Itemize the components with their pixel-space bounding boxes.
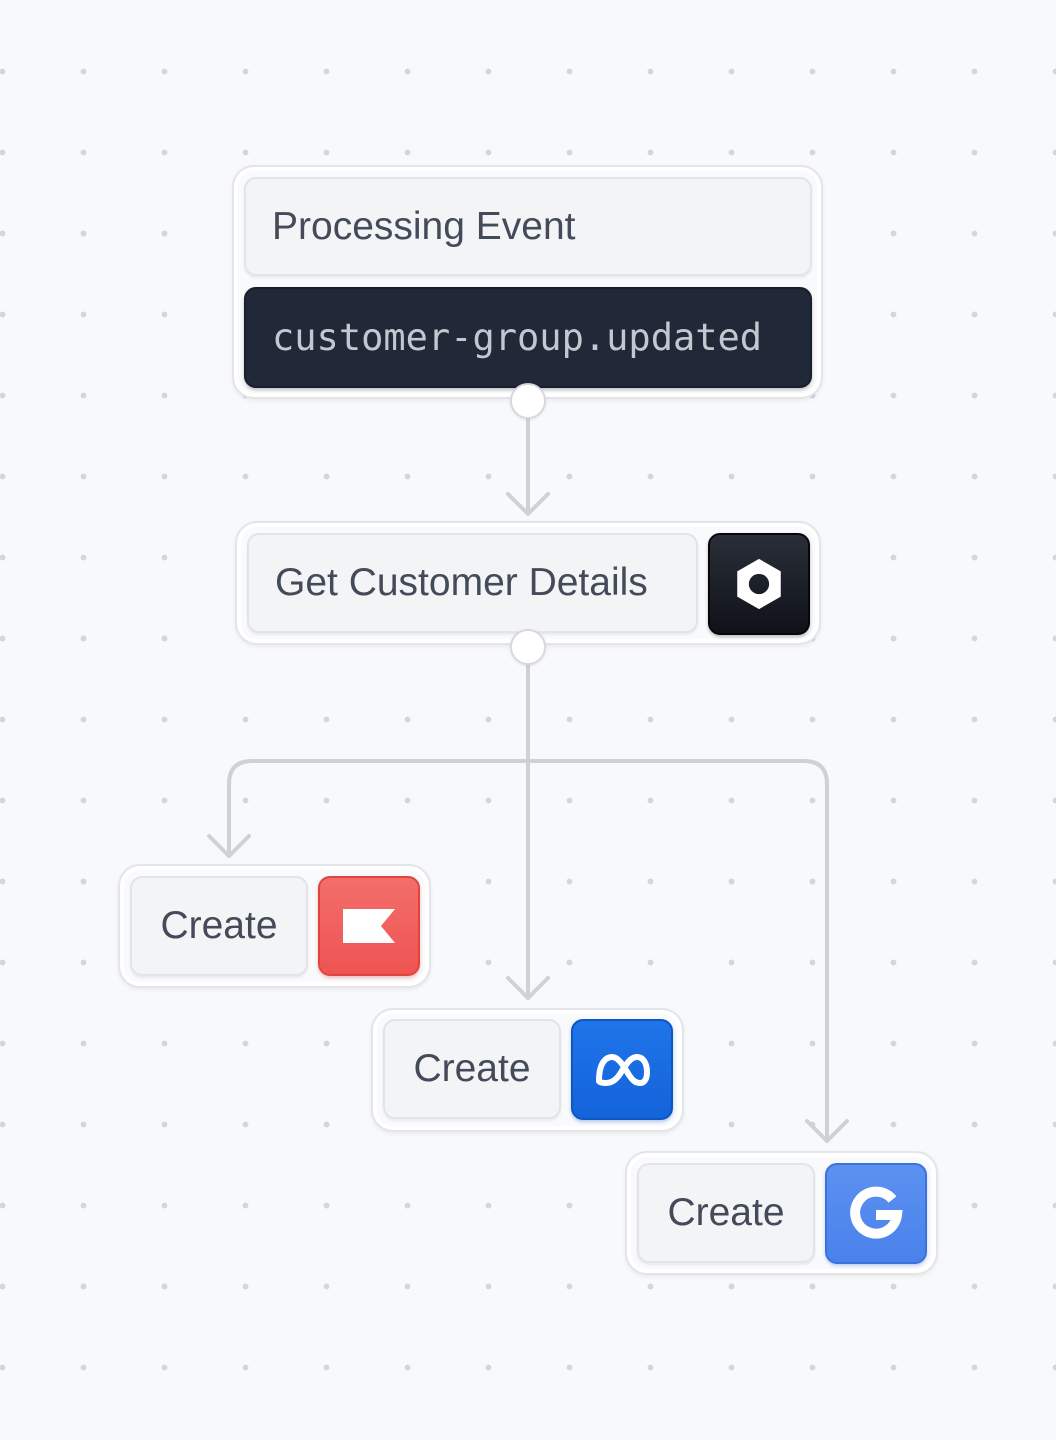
- step-label: Get Customer Details: [247, 533, 698, 633]
- step-output-handle[interactable]: [510, 629, 546, 665]
- trigger-output-handle[interactable]: [510, 383, 546, 419]
- arrow-head-branch-center: [506, 976, 550, 1000]
- infinity-icon: [571, 1019, 673, 1120]
- flag-icon: [318, 876, 420, 976]
- trigger-title: Processing Event: [244, 177, 812, 276]
- action-label-3: Create: [637, 1163, 815, 1263]
- google-g-icon: [825, 1163, 927, 1264]
- connector-branch-right: [526, 759, 829, 1143]
- action-label-2: Create: [383, 1019, 561, 1119]
- hexagon-nut-icon: [708, 533, 810, 635]
- action-label-1: Create: [130, 876, 308, 976]
- arrow-head-branch-right: [805, 1119, 849, 1143]
- connector-branch-left: [227, 759, 530, 858]
- event-name-code: customer-group.updated: [244, 287, 812, 388]
- arrow-head-branch-left: [207, 834, 251, 858]
- arrow-head-step: [506, 492, 550, 516]
